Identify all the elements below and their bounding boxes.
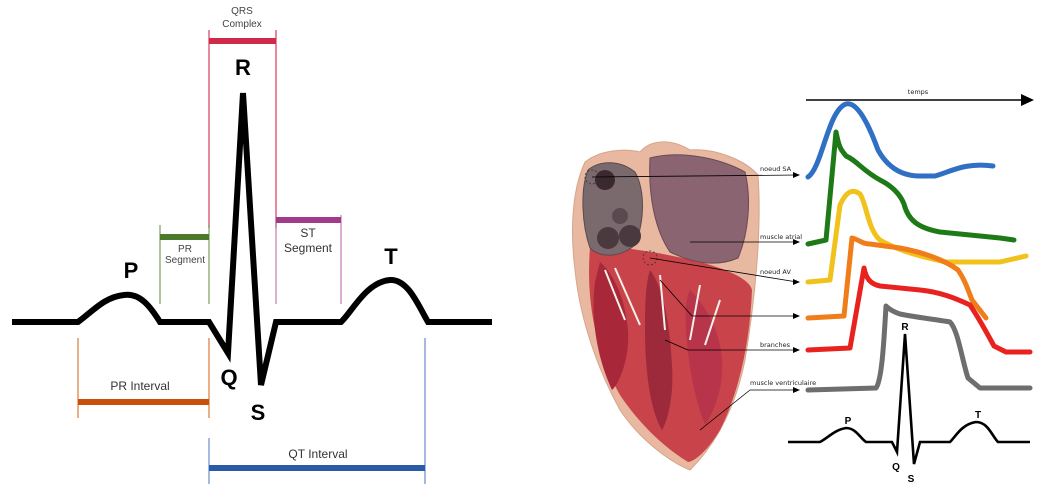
heart-conduction-diagram: temps noeud SA muscle atrial noeud AV br… — [572, 88, 1034, 485]
trace-purkinje — [808, 268, 1030, 352]
st-segment-label-line2: Segment — [284, 241, 333, 255]
wave-label-p: P — [124, 258, 139, 283]
small-ecg-trace — [788, 334, 1030, 464]
action-potential-traces — [808, 104, 1030, 390]
pr-interval-bracket — [78, 338, 209, 418]
wave-label-t: T — [384, 244, 398, 269]
small-ecg-label-t: T — [975, 410, 981, 421]
pr-interval-label: PR Interval — [110, 379, 169, 393]
pr-segment-label-line2: Segment — [165, 255, 205, 266]
pr-segment-label-line1: PR — [178, 244, 192, 255]
ecg-trace — [12, 93, 492, 385]
wave-label-r: R — [235, 55, 251, 80]
qrs-label-line2: Complex — [222, 19, 261, 30]
label-noeud-sa: noeud SA — [760, 165, 792, 173]
wave-label-s: S — [251, 400, 266, 425]
qt-interval-bracket — [209, 338, 425, 484]
label-muscle-atrial: muscle atrial — [760, 233, 802, 241]
wave-label-q: Q — [220, 365, 237, 390]
label-muscle-ventriculaire: muscle ventriculaire — [750, 379, 816, 387]
small-ecg-label-r: R — [901, 322, 909, 333]
pointer-arrowheads — [793, 172, 800, 393]
small-ecg-label-p: P — [845, 416, 852, 427]
st-segment-label-line1: ST — [300, 226, 316, 240]
ecg-annotated-diagram: QRS Complex PR Segment ST Segment PR Int… — [12, 6, 492, 484]
small-ecg-label-s: S — [908, 474, 915, 485]
label-branches: branches — [760, 341, 791, 349]
qt-interval-label: QT Interval — [288, 447, 347, 461]
heart-illustration — [572, 142, 759, 470]
label-noeud-av: noeud AV — [760, 268, 791, 276]
small-ecg-label-q: Q — [892, 462, 900, 473]
qrs-label-line1: QRS — [231, 6, 253, 17]
time-label: temps — [908, 88, 929, 96]
